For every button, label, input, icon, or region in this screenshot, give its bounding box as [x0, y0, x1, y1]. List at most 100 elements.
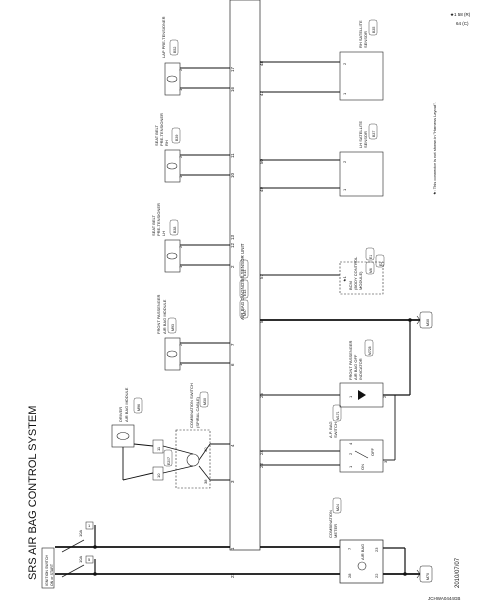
- unit-pin-11: 11: [230, 153, 235, 158]
- indicator-connector: M728: [368, 346, 372, 355]
- bag-switch-on: ON: [360, 464, 365, 470]
- unit-pin-17: 17: [230, 66, 235, 72]
- ground-m70: M70: [416, 565, 433, 583]
- bcm-body-control-module: BCM (BODY CONTROL MODULE) M6 E1 E2 ★1: [339, 247, 385, 295]
- bag-switch-off: OFF: [370, 447, 375, 456]
- passenger-pin-1: 1: [178, 363, 183, 366]
- squib-icon: [166, 75, 178, 83]
- rh-satellite-sensor: RH SATELLITE SENSOR B35 1 2: [339, 19, 384, 101]
- driver-module-name-1: DRIVER: [118, 407, 123, 422]
- unit-pin-2: 2: [230, 265, 235, 268]
- bcm-name-3: MODULE): [358, 271, 363, 290]
- meter-connector: M24: [336, 504, 340, 511]
- spiral-pin-30: 30: [203, 447, 208, 452]
- ap-bag-switch: A.P. BAG SWITCH M171 ON OFF 2 1 3 4: [328, 404, 388, 473]
- air-bag-diagnosis-sensor-unit: AIR BAG DIAGNOSIS SENSOR UNIT M97 E13 E1…: [229, 0, 261, 551]
- satellite-rh-name-2: SENSOR: [363, 31, 368, 48]
- bcm-name-2: (BODY CONTROL: [353, 256, 358, 290]
- satellite-lh-pin-1: 1: [342, 188, 347, 191]
- seat-belt-pretensioner-rh: SEAT BELT PRE-TENSIONER RH B39 1 2: [154, 113, 183, 183]
- page-title: SRS AIR BAG CONTROL SYSTEM: [27, 406, 39, 580]
- satellite-rh-connector: B35: [372, 27, 376, 33]
- ignition-label-2: ON or START: [50, 563, 54, 586]
- junction-dots: [93, 318, 412, 576]
- pretensioner-lh-pin-1: 1: [178, 265, 183, 268]
- bag-switch-pin-2: 2: [348, 452, 353, 455]
- fuse-num-1: 1: [88, 523, 91, 528]
- unit-pin-22: 22: [259, 462, 264, 468]
- squib-icon: [116, 432, 130, 440]
- unit-pin-numbers: 1 23 3 4 22 24 25 6 7 5 57 2 12 13 10 11…: [230, 60, 264, 578]
- unit-pin-5: 5: [259, 320, 264, 323]
- satellite-lh-name-2: SENSOR: [363, 131, 368, 148]
- spiral-connector: M30: [203, 398, 207, 405]
- passenger-air-bag-off-indicator: FRONT PASSENGER AIR BAG OFF INDICATOR M7…: [339, 339, 387, 408]
- unit-name: AIR BAG DIAGNOSIS SENSOR UNIT: [240, 243, 245, 320]
- bcm-connector-1: M6: [369, 268, 373, 273]
- meter-pin-22: 22: [374, 573, 379, 578]
- indicator-name-3: INDICATOR: [358, 358, 363, 380]
- meter-pin-28: 28: [347, 573, 352, 578]
- satellite-lh-name-1: LH SATELLITE: [358, 121, 363, 148]
- unit-connector-1: M97: [243, 309, 247, 316]
- spiral-pin-38: 38: [203, 479, 208, 484]
- pretensioner-rh-pin-2: 2: [178, 155, 183, 158]
- unit-pin-7: 7: [230, 343, 235, 346]
- ignition-label-1: IGNITION SWITCH: [45, 554, 49, 586]
- unit-pin-25: 25: [259, 392, 264, 398]
- satellite-lh-pin-2: 2: [342, 160, 347, 163]
- unit-pin-49: 49: [259, 186, 264, 192]
- bcm-star-pin: ★1: [342, 275, 347, 282]
- unit-pin-13: 13: [230, 234, 235, 240]
- wires: [55, 61, 420, 575]
- unit-pin-10: 10: [230, 172, 235, 178]
- passenger-module-connector: M93: [171, 324, 175, 331]
- unit-pin-1: 1: [230, 547, 235, 550]
- satellite-rh-name-1: RH SATELLITE: [358, 20, 363, 48]
- indicator-pin-2: 2: [382, 395, 387, 398]
- driver-module-connector: M96: [137, 404, 141, 411]
- lap-pretensioner-pin-2: 2: [178, 68, 183, 71]
- bcm-connector-2: E1: [369, 255, 373, 259]
- pretensioner-lh-connector: B38: [173, 227, 177, 233]
- spiral-cable: COMBINATION SWITCH (SPIRAL CABLE) M30 10…: [122, 383, 211, 489]
- bag-switch-pin-1: 1: [348, 465, 353, 468]
- pretensioner-rh-name-2: PRE-TENSIONER: [159, 113, 164, 146]
- front-passenger-air-bag-module: FRONT PASSENGER AIR BAG MODULE M93 1 2: [156, 294, 183, 371]
- unit-pin-57: 57: [259, 273, 264, 279]
- seat-belt-pretensioner-lh: SEAT BELT PRE-TENSIONER LH B38 1 2: [151, 203, 183, 273]
- fuse-10a-5: 10A 5: [61, 556, 94, 578]
- pretensioner-rh-pin-1: 1: [178, 175, 183, 178]
- passenger-pin-2: 2: [178, 343, 183, 346]
- unit-pin-23: 23: [230, 572, 235, 578]
- ignition-switch-box: IGNITION SWITCH ON or START: [41, 547, 55, 589]
- date-stamp: 2010/07/07: [455, 557, 461, 588]
- ground-icon: [416, 315, 421, 325]
- bag-switch-name-2: SWITCH: [333, 422, 338, 438]
- unit-pin-24: 24: [259, 449, 264, 455]
- lap-pretensioner-connector: B52: [173, 47, 177, 53]
- unit-pin-48: 48: [259, 60, 264, 66]
- fuse-10a-1: 10A 1: [61, 521, 94, 553]
- connector-note: ★: This connector is not shown in "Harne…: [432, 102, 437, 195]
- led-icon: [358, 390, 366, 400]
- unit-pin-47: 47: [259, 90, 264, 96]
- legend-line-1: ★1 58 (R): [450, 12, 471, 17]
- meter-pin-23: 23: [374, 547, 379, 552]
- fuse-amp-5: 10A: [78, 556, 83, 563]
- pretensioner-lh-name-3: LH: [161, 231, 166, 236]
- fuse-amp-1: 10A: [78, 530, 83, 537]
- bag-switch-pin-3: 3: [383, 460, 388, 463]
- meter-name-2: METER: [333, 524, 338, 538]
- lap-pretensioner-pin-1: 1: [178, 88, 183, 91]
- bcm-name-1: BCM: [348, 281, 353, 290]
- indicator-name-1: FRONT PASSENGER: [348, 340, 353, 380]
- squib-icon: [166, 162, 178, 170]
- meter-pin-7: 7: [347, 547, 352, 550]
- lap-pretensioner-name: LAP PRE-TENSIONER: [161, 16, 166, 58]
- spiral-name-2: (SPIRAL CABLE): [195, 396, 200, 428]
- lh-satellite-sensor: LH SATELLITE SENSOR B37 1 2: [339, 121, 384, 197]
- passenger-module-name-1: FRONT PASSENGER: [156, 294, 161, 334]
